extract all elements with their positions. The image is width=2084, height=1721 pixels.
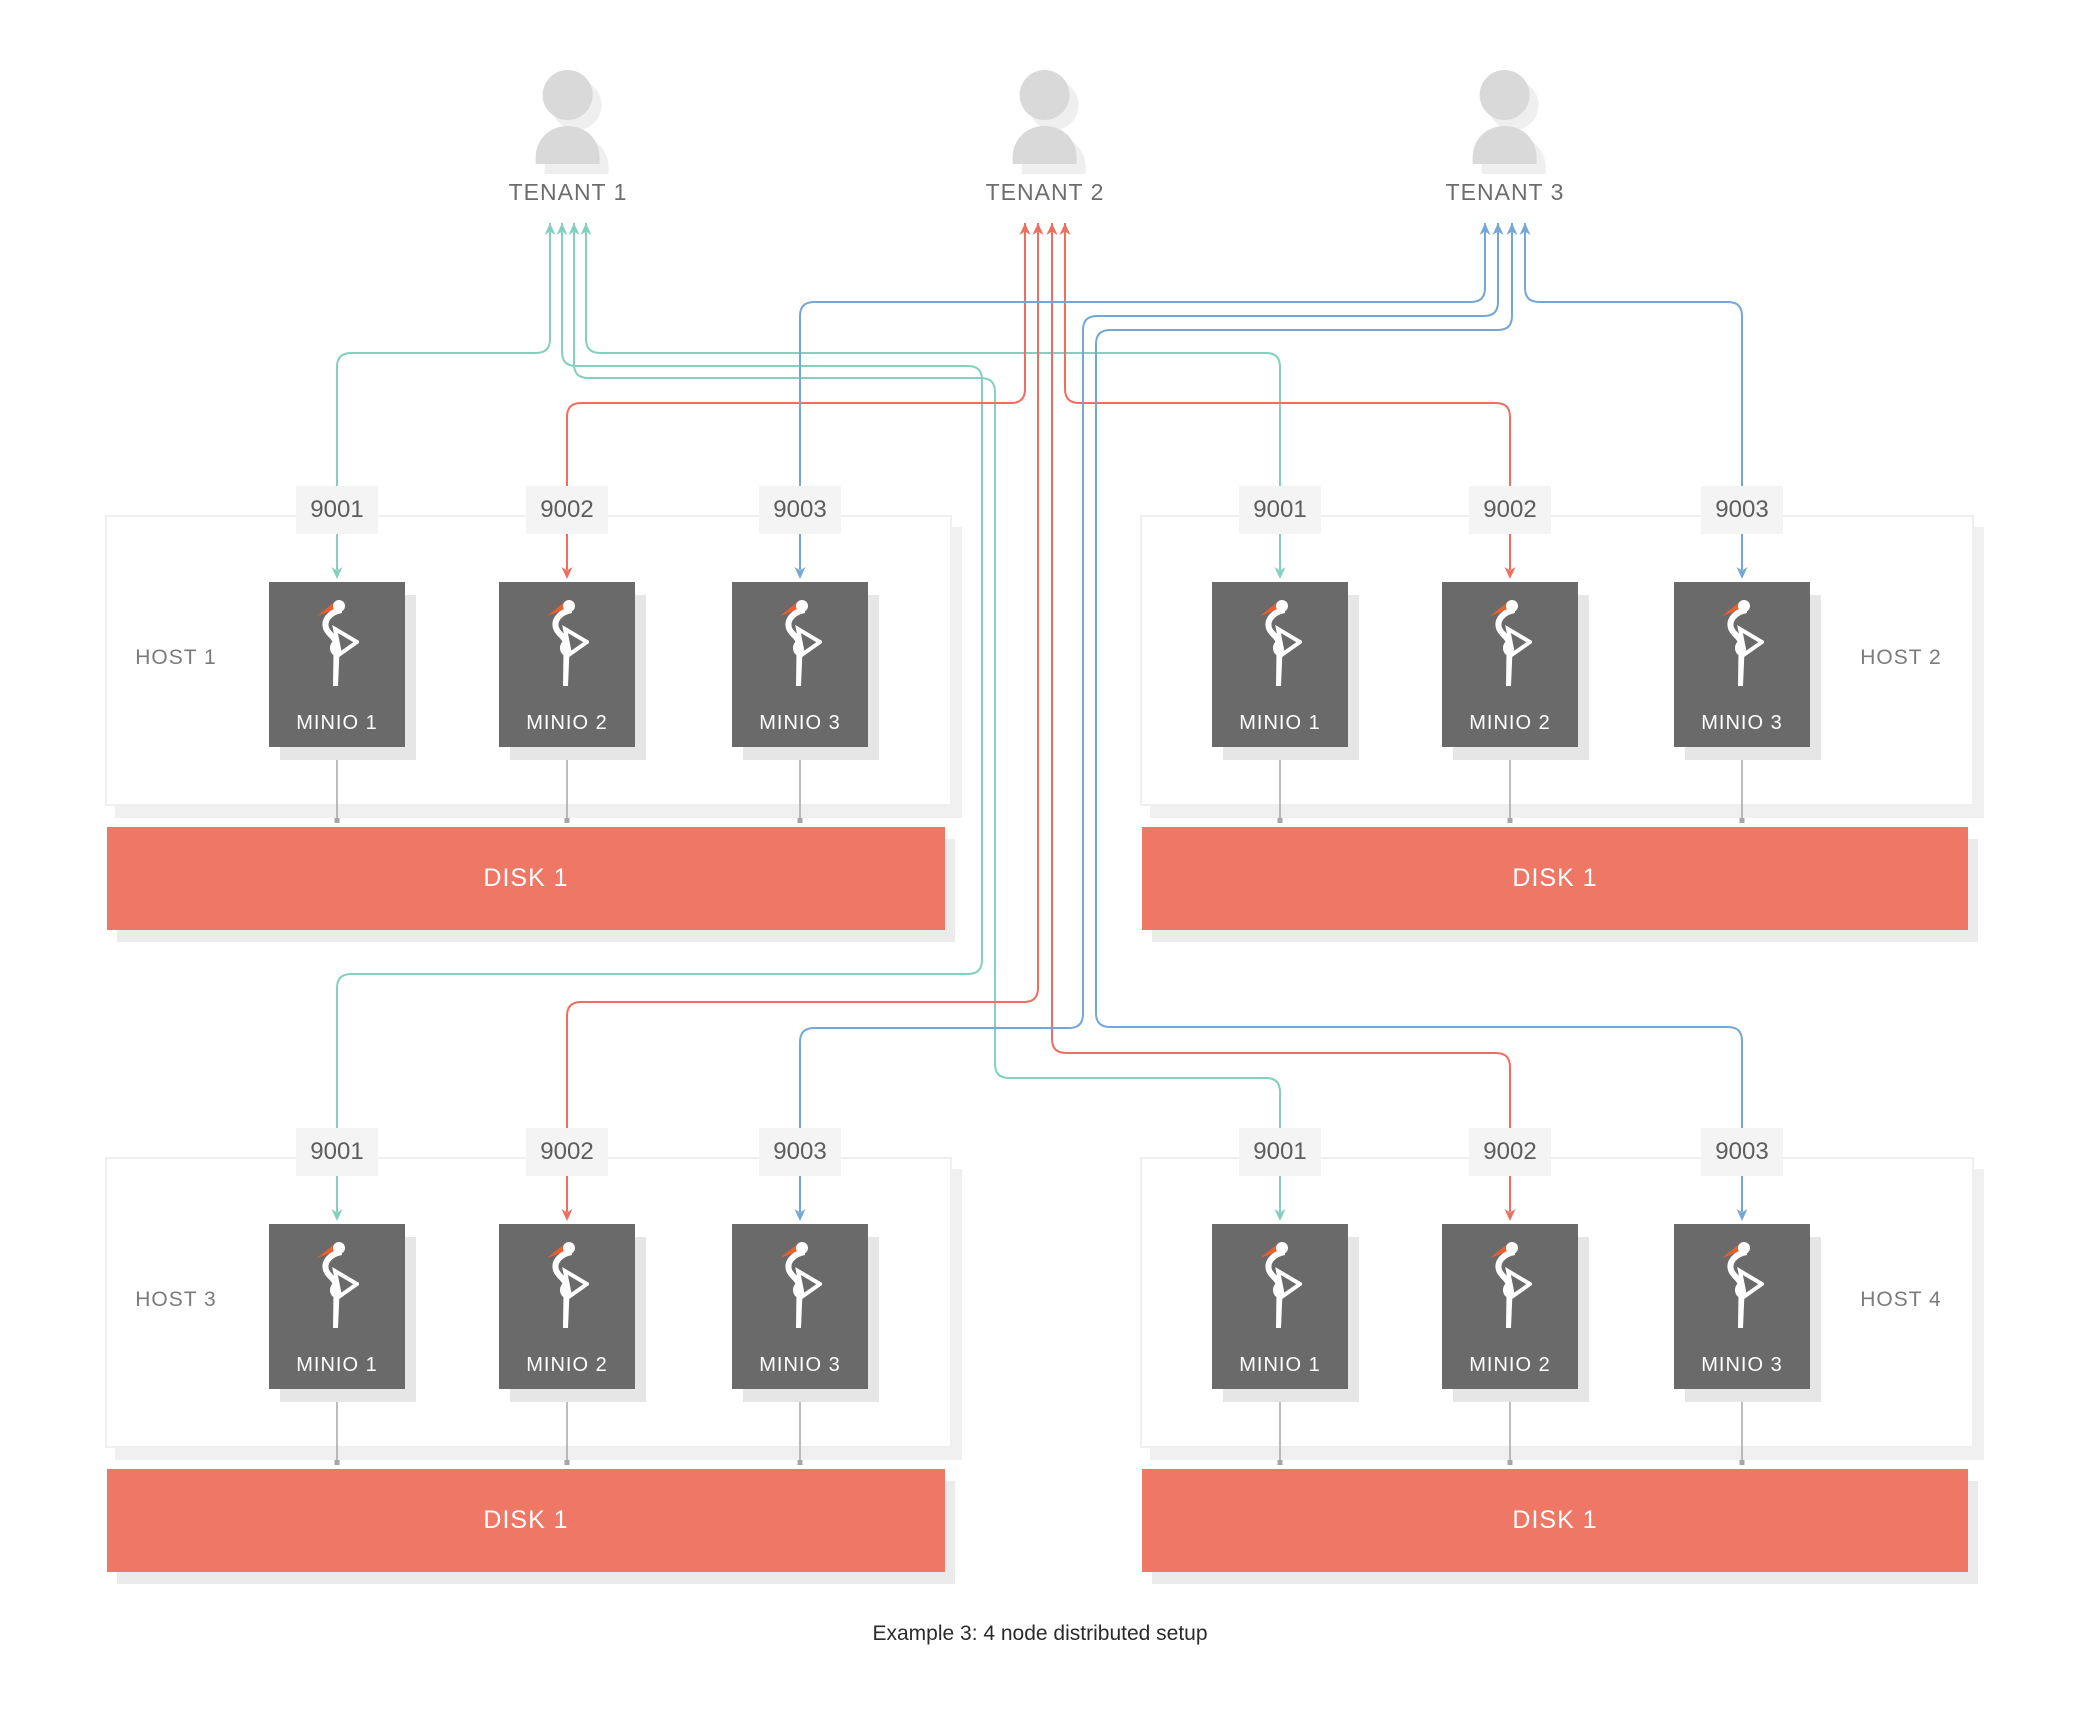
port-badge: 9001 — [296, 1128, 378, 1176]
minio-node: MINIO 3 — [732, 582, 868, 747]
minio-stork-icon — [1260, 1242, 1302, 1328]
caption: Example 3: 4 node distributed setup — [872, 1622, 1208, 1645]
port-badge: 9001 — [1239, 1128, 1321, 1176]
tenant-label: TENANT 2 — [985, 179, 1105, 205]
port-badge: 9003 — [759, 486, 841, 534]
minio-node: MINIO 2 — [499, 1224, 635, 1389]
minio-node: MINIO 3 — [732, 1224, 868, 1389]
minio-node: MINIO 3 — [1674, 1224, 1810, 1389]
port-badge: 9002 — [1469, 1128, 1551, 1176]
host-label-2: HOST 2 — [1860, 646, 1942, 669]
port-badge: 9001 — [1239, 486, 1321, 534]
tenant-1: TENANT 1 — [509, 70, 628, 206]
port-badge: 9002 — [526, 1128, 608, 1176]
minio-stork-icon — [1490, 1242, 1532, 1328]
minio-node-label: MINIO 1 — [1239, 1354, 1321, 1376]
user-icon — [1013, 70, 1077, 164]
user-icon — [1473, 70, 1537, 164]
minio-node-label: MINIO 3 — [1701, 712, 1783, 734]
port-badge: 9001 — [296, 486, 378, 534]
minio-stork-icon — [1722, 600, 1764, 686]
minio-node: MINIO 1 — [1212, 1224, 1348, 1389]
disk-label: DISK 1 — [1512, 864, 1598, 892]
host-label-1: HOST 1 — [135, 646, 217, 669]
minio-node-label: MINIO 3 — [759, 712, 841, 734]
minio-node-label: MINIO 3 — [759, 1354, 841, 1376]
minio-stork-icon — [547, 600, 589, 686]
minio-node-label: MINIO 2 — [1469, 712, 1551, 734]
tenant-label: TENANT 3 — [1445, 179, 1565, 205]
minio-node-label: MINIO 2 — [526, 712, 608, 734]
minio-node-label: MINIO 1 — [296, 1354, 378, 1376]
user-icon — [536, 70, 600, 164]
minio-node-label: MINIO 1 — [1239, 712, 1321, 734]
port-badge: 9003 — [1701, 486, 1783, 534]
tenant-3: TENANT 3 — [1446, 70, 1565, 206]
minio-stork-icon — [547, 1242, 589, 1328]
disk-bar: DISK 1 — [107, 827, 945, 930]
minio-node: MINIO 1 — [269, 1224, 405, 1389]
minio-stork-icon — [780, 1242, 822, 1328]
minio-node: MINIO 2 — [499, 582, 635, 747]
tenant-2: TENANT 2 — [986, 70, 1105, 206]
minio-node: MINIO 1 — [269, 582, 405, 747]
minio-node-label: MINIO 1 — [296, 712, 378, 734]
minio-stork-icon — [1490, 600, 1532, 686]
port-badge: 9002 — [526, 486, 608, 534]
minio-node: MINIO 2 — [1442, 582, 1578, 747]
port-badge: 9003 — [759, 1128, 841, 1176]
minio-stork-icon — [317, 1242, 359, 1328]
port-badge: 9002 — [1469, 486, 1551, 534]
minio-stork-icon — [780, 600, 822, 686]
minio-node-label: MINIO 2 — [526, 1354, 608, 1376]
disk-label: DISK 1 — [483, 864, 569, 892]
minio-node: MINIO 2 — [1442, 1224, 1578, 1389]
minio-stork-icon — [1722, 1242, 1764, 1328]
minio-node: MINIO 1 — [1212, 582, 1348, 747]
disk-label: DISK 1 — [483, 1506, 569, 1534]
host-label-3: HOST 3 — [135, 1288, 217, 1311]
minio-stork-icon — [1260, 600, 1302, 686]
disk-bar: DISK 1 — [1142, 1469, 1968, 1572]
minio-node-label: MINIO 3 — [1701, 1354, 1783, 1376]
host-label-4: HOST 4 — [1860, 1288, 1942, 1311]
disk-bar: DISK 1 — [107, 1469, 945, 1572]
tenant-label: TENANT 1 — [508, 179, 628, 205]
disk-label: DISK 1 — [1512, 1506, 1598, 1534]
port-badge: 9003 — [1701, 1128, 1783, 1176]
minio-node: MINIO 3 — [1674, 582, 1810, 747]
minio-node-label: MINIO 2 — [1469, 1354, 1551, 1376]
minio-stork-icon — [317, 600, 359, 686]
disk-bar: DISK 1 — [1142, 827, 1968, 930]
